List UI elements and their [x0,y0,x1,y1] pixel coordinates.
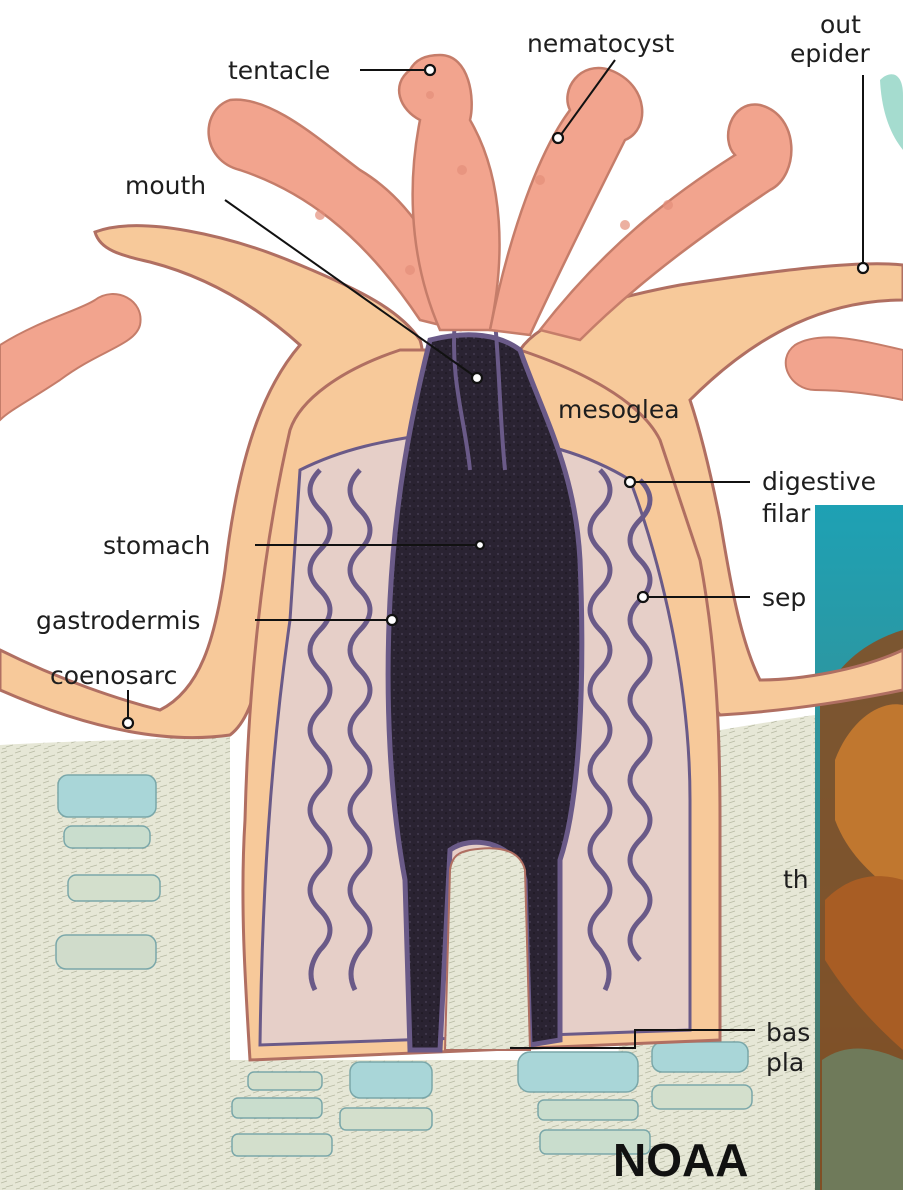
label-coenosarc: coenosarc [50,661,177,690]
credit-noaa: NOAA [613,1134,748,1186]
coral-reef-photo [815,74,903,1190]
label-outer-epidermis-2: epider [790,39,870,68]
label-tentacle: tentacle [228,56,330,85]
label-septa: sep [762,583,806,612]
label-nematocyst: nematocyst [527,29,675,58]
label-stomach: stomach [103,531,210,560]
label-gastrodermis: gastrodermis [36,606,200,635]
label-mesoglea: mesoglea [558,395,680,424]
label-theca: th [783,865,809,894]
label-digestive-filament-1: digestive [762,467,876,496]
label-mouth: mouth [125,171,206,200]
label-outer-epidermis-1: out [820,10,861,39]
label-basal-plate-1: bas [766,1018,810,1047]
label-basal-plate-2: pla [766,1048,804,1077]
label-digestive-filament-2: filar [762,499,811,528]
